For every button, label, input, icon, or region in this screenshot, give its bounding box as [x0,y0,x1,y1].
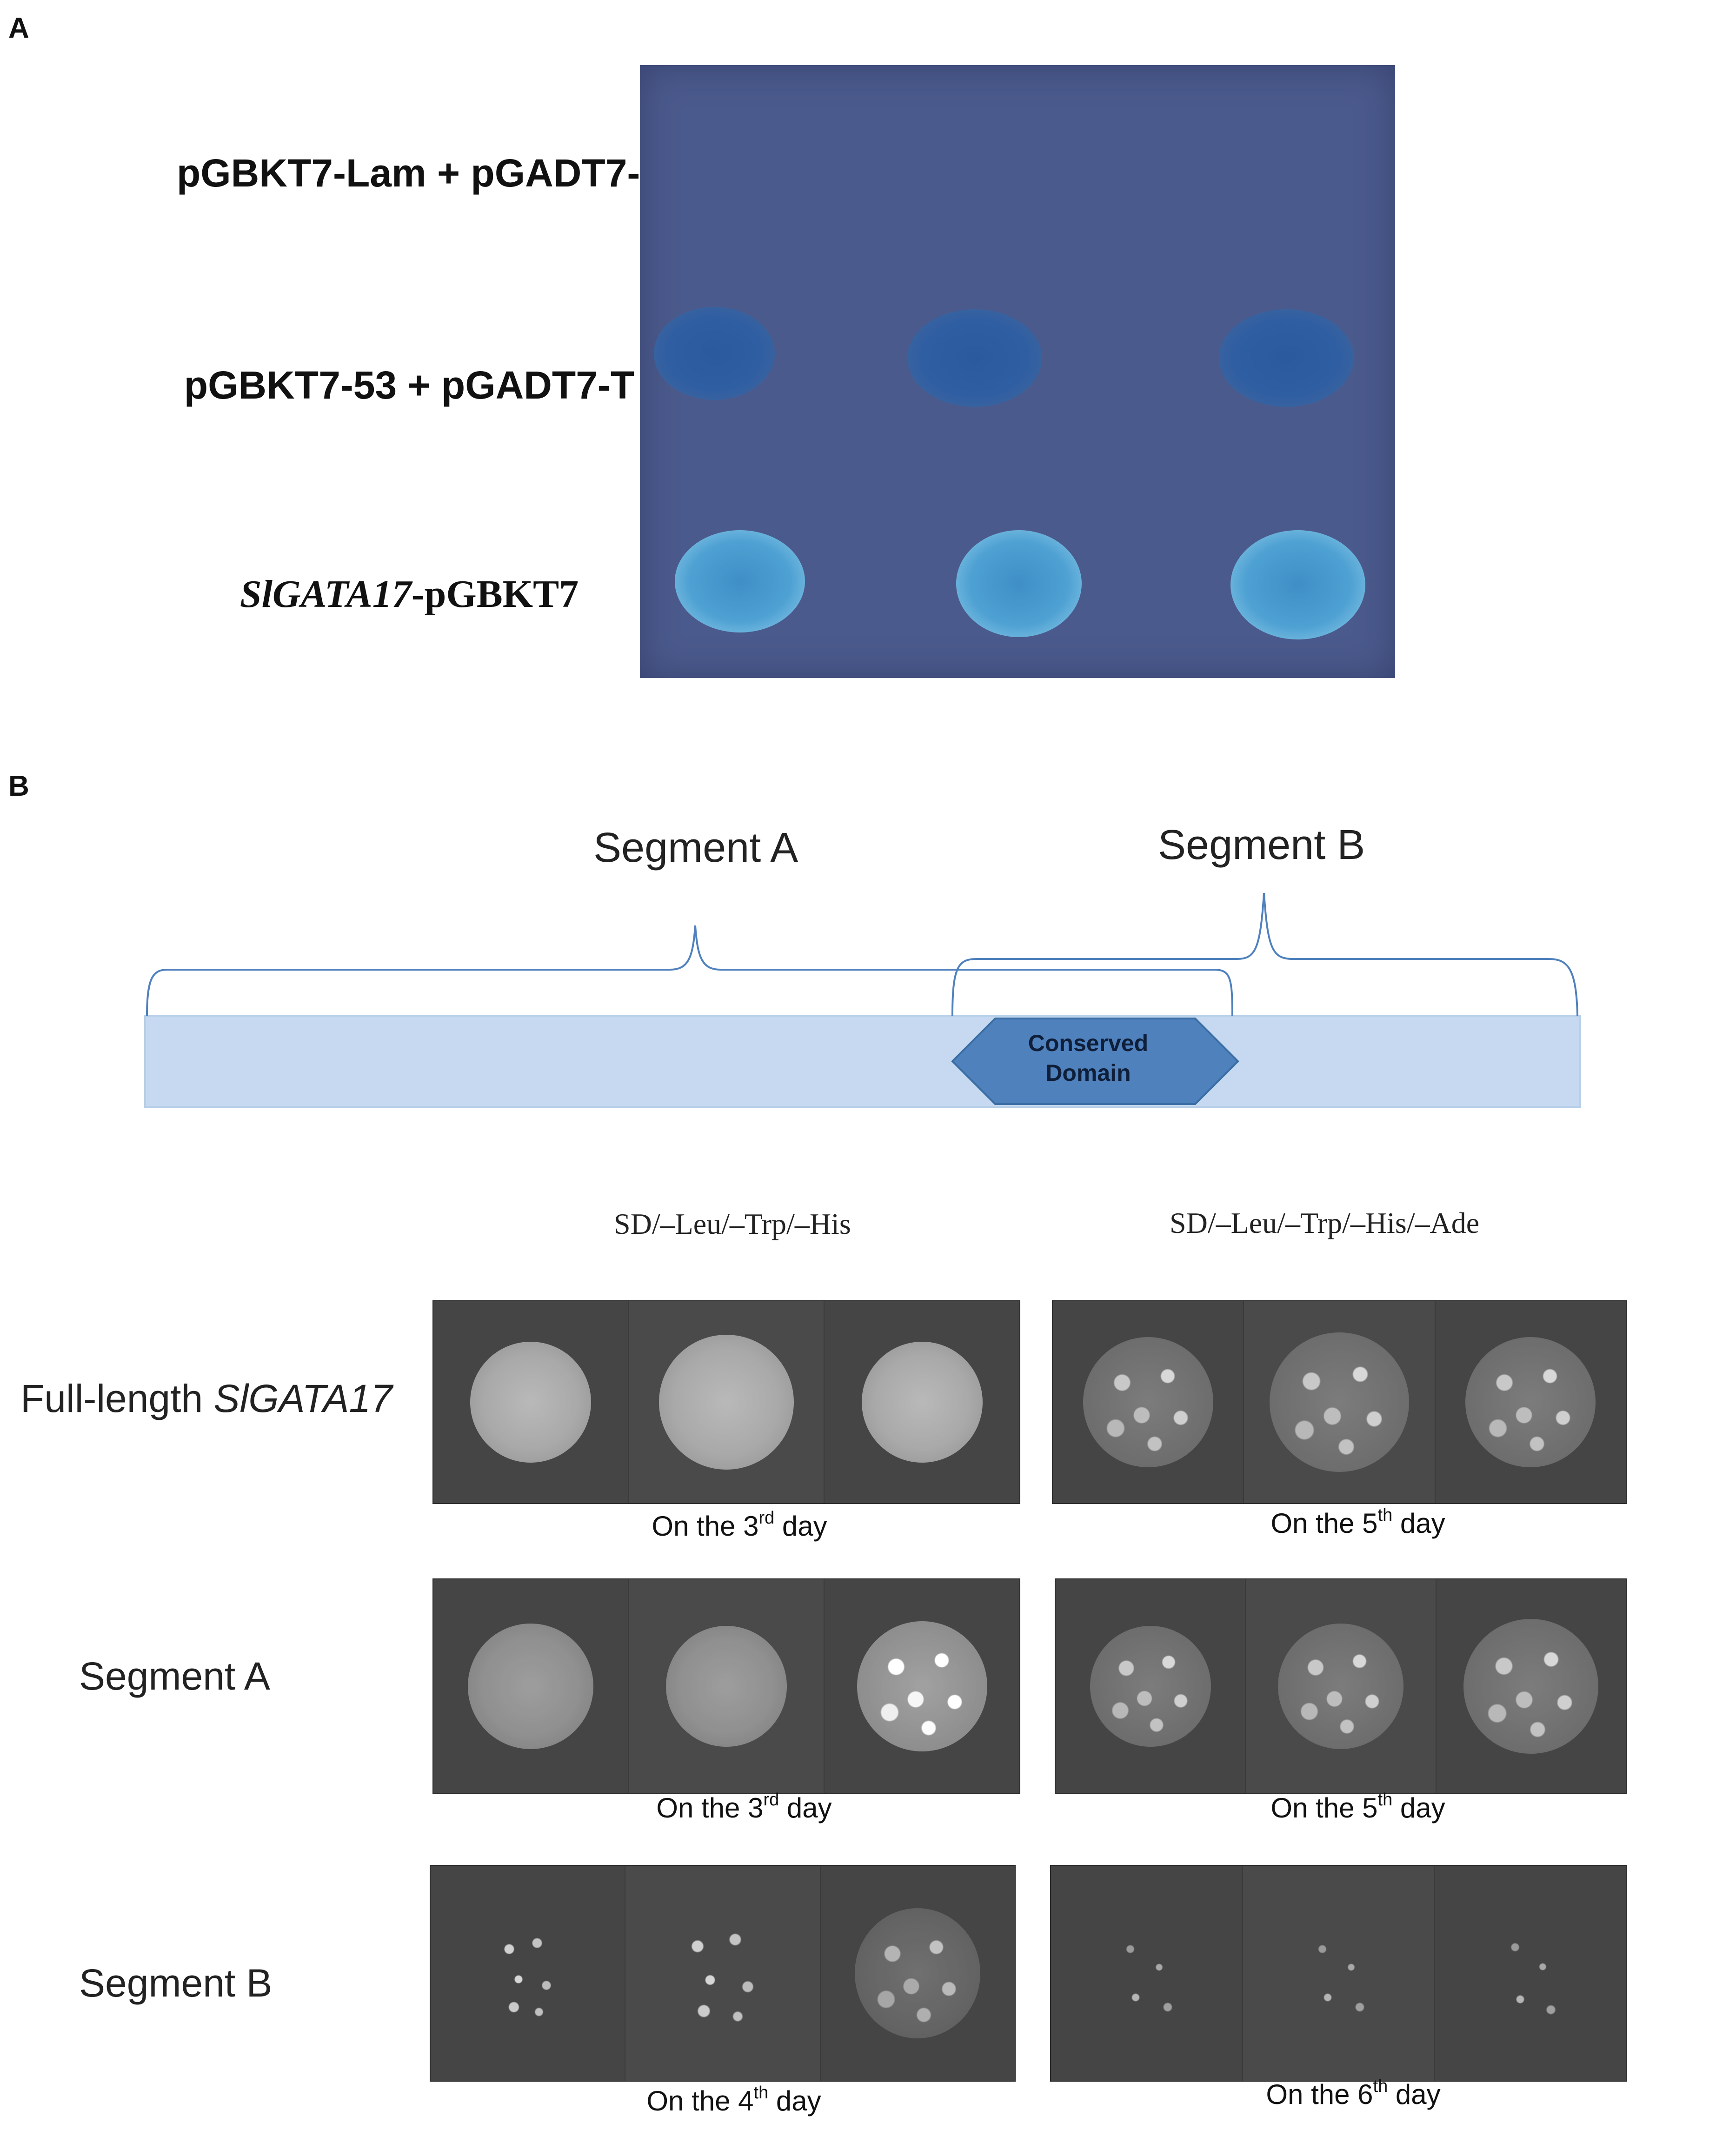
gel-cell [1437,1579,1626,1793]
gel-cell [625,1866,821,2081]
caption-pre: On the 5 [1270,1792,1378,1824]
colony [470,1342,592,1463]
gel-cell [433,1579,629,1793]
caption-pre: On the 3 [652,1511,759,1542]
row-label-53: pGBKT7-53 + pGADT7-T [184,363,635,407]
gel-cell [825,1301,1019,1503]
segment-a-title: Segment A [593,825,798,871]
spot [907,309,1042,407]
gel-cell [821,1866,1015,2081]
medium-label-left: SD/–Leu/–Trp/–His [614,1207,851,1240]
colony [666,1626,787,1747]
colony [1463,1619,1599,1754]
colony [1285,1913,1392,2034]
colony [481,1913,574,2034]
caption-pre: On the 5 [1270,1508,1378,1539]
spot [654,307,775,400]
gel-cell [1243,1866,1435,2081]
colony [855,1908,981,2038]
caption-post: day [779,1792,832,1824]
colony [1090,1626,1211,1747]
colony [1465,1337,1596,1467]
caption-pre: On the 4 [646,2085,754,2117]
caption-sup: rd [763,1790,779,1810]
day-caption: On the 3rd day [591,1791,898,1824]
colony [1277,1624,1403,1749]
day-caption: On the 5th day [1204,1506,1511,1539]
colony [659,1335,794,1470]
gel-cell [629,1301,825,1503]
colony [659,1906,785,2041]
caption-post: day [774,1511,827,1542]
gel-cell [1053,1301,1244,1503]
gel-cell [1435,1866,1626,2081]
colony [857,1621,987,1751]
medium-label-right: SD/–Leu/–Trp/–His/–Ade [1170,1206,1480,1239]
day-caption: On the 6th day [1200,2077,1507,2110]
caption-sup: rd [758,1508,775,1528]
gel-cell [1056,1579,1246,1793]
row-label-full-length: Full-length SlGATA17 [20,1379,392,1418]
vector-name: -pGBKT7 [411,572,579,616]
gel-segment-a-ldo [432,1578,1020,1794]
gel-cell [433,1301,629,1503]
gene-name: SlGATA17 [239,572,412,616]
conserved-domain-label-2: Domain [1045,1060,1131,1086]
row-label-gene: SlGATA17 [213,1377,392,1420]
panel-a-letter: A [8,12,29,44]
caption-post: day [1392,1792,1445,1824]
gel-cell [629,1579,825,1793]
day-caption: On the 3rd day [586,1509,893,1542]
colony [1479,1908,1582,2038]
gel-cell [1244,1301,1436,1503]
caption-post: day [768,2085,821,2117]
row-label-slgata17-bd: SlGATA17-pGBKT7 [177,575,642,614]
caption-sup: th [1377,1790,1393,1810]
spot [1219,309,1354,407]
segment-b-bracket [951,892,1578,1016]
gel-segment-a-qdo [1055,1578,1627,1794]
colony [861,1342,983,1463]
gel-cell [1436,1301,1626,1503]
row-label-segment-b: Segment B [79,1961,273,2005]
caption-post: day [1388,2079,1441,2110]
caption-post: day [1392,1508,1445,1539]
colony [1083,1337,1213,1467]
caption-sup: th [1377,1505,1393,1525]
caption-sup: th [753,2083,769,2103]
row-label-full-length-text: Full-length [20,1377,214,1420]
spot [1230,530,1365,639]
colony [1269,1332,1409,1472]
segment-b-title: Segment B [1158,822,1365,868]
gel-cell [431,1866,626,2081]
spot [675,530,805,632]
colony [1093,1913,1200,2034]
conserved-domain-label-1: Conserved [1028,1030,1148,1056]
colony [468,1624,594,1749]
conserved-domain-shape [951,1018,1239,1105]
caption-sup: th [1373,2077,1388,2096]
yeast-plate-image [640,65,1395,678]
day-caption: On the 4th day [580,2084,887,2117]
gel-cell [1246,1579,1437,1793]
panel-b-letter: B [8,770,29,802]
gel-cell [825,1579,1019,1793]
gel-segment-b-qdo [1050,1865,1627,2082]
protein-bar [144,1015,1581,1108]
spot [956,530,1082,637]
gel-full-length-qdo [1052,1300,1627,1504]
gel-segment-b-ldo [430,1865,1016,2082]
row-label-lam: pGBKT7-Lam + pGADT7-T [177,151,664,195]
caption-pre: On the 6 [1266,2079,1373,2110]
gene-structure-diagram: Conserved Domain [144,892,1581,1108]
gel-cell [1051,1866,1243,2081]
segment-a-bracket [146,925,1233,1016]
row-label-segment-a: Segment A [79,1654,270,1698]
caption-pre: On the 3 [656,1792,764,1824]
day-caption: On the 5th day [1204,1791,1511,1824]
gel-full-length-ldo [432,1300,1020,1504]
